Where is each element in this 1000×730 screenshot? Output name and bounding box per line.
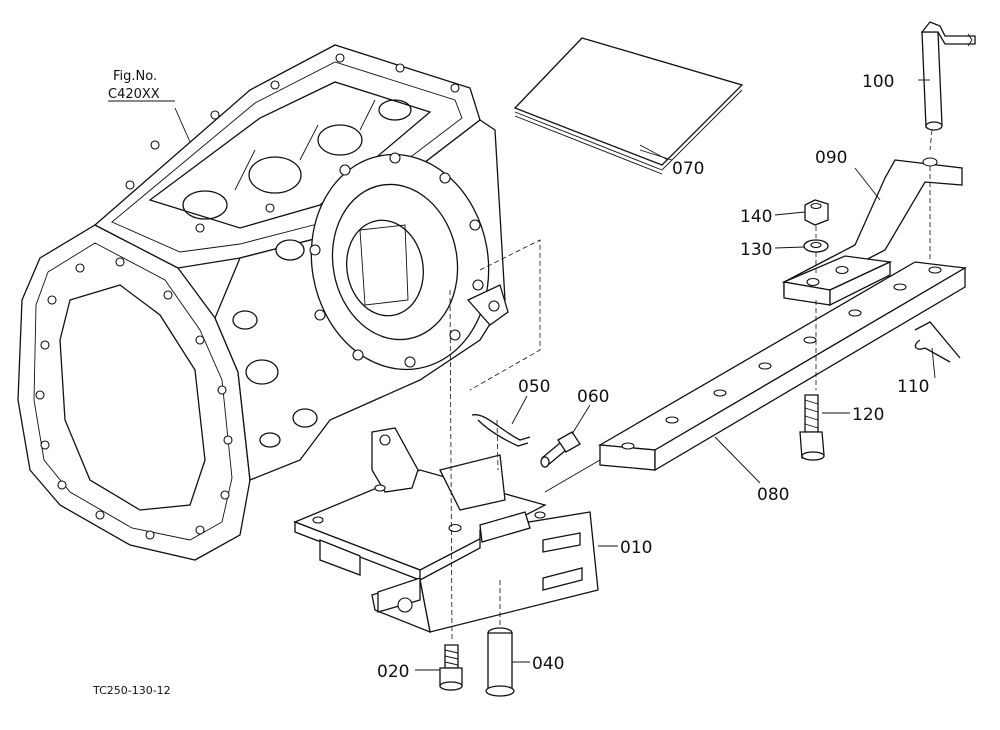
rear-flange-holes (309, 152, 484, 368)
label-090: 090 (815, 148, 847, 168)
fig-no-label: Fig.No. (113, 69, 157, 84)
part-060-grease-nipple (540, 431, 581, 468)
part-050-r-pin (471, 414, 531, 447)
label-110: 110 (897, 377, 929, 397)
part-130-washer (803, 226, 829, 275)
leader-lines (174, 79, 936, 671)
drawing-code: TC250-130-12 (92, 684, 171, 697)
label-140: 140 (740, 207, 772, 227)
part-020-bolt (439, 644, 463, 691)
label-060: 060 (577, 387, 609, 407)
part-110-clip (914, 321, 961, 363)
part-040-pin (485, 580, 515, 697)
fig-no-value: C420XX (108, 87, 160, 102)
label-020: 020 (377, 662, 409, 682)
top-bolt-holes (125, 53, 460, 233)
label-100: 100 (862, 72, 894, 92)
transmission-housing (17, 44, 541, 561)
part-010-hitch-bracket (293, 289, 599, 641)
label-050: 050 (518, 377, 550, 397)
label-040: 040 (532, 654, 564, 674)
label-080: 080 (757, 485, 789, 505)
part-labels: Fig.No. C420XX 100 090 140 130 070 110 1… (92, 69, 929, 697)
part-080-drawbar (544, 261, 967, 493)
part-090-bracket (781, 157, 963, 307)
label-130: 130 (740, 240, 772, 260)
part-100-pin (920, 21, 976, 151)
label-120: 120 (852, 405, 884, 425)
flange-holes (35, 257, 233, 540)
label-070: 070 (672, 159, 704, 179)
label-010: 010 (620, 538, 652, 558)
part-120-bolt (799, 394, 825, 461)
part-070-cover-sheet (513, 37, 744, 175)
part-140-nut (804, 199, 829, 226)
